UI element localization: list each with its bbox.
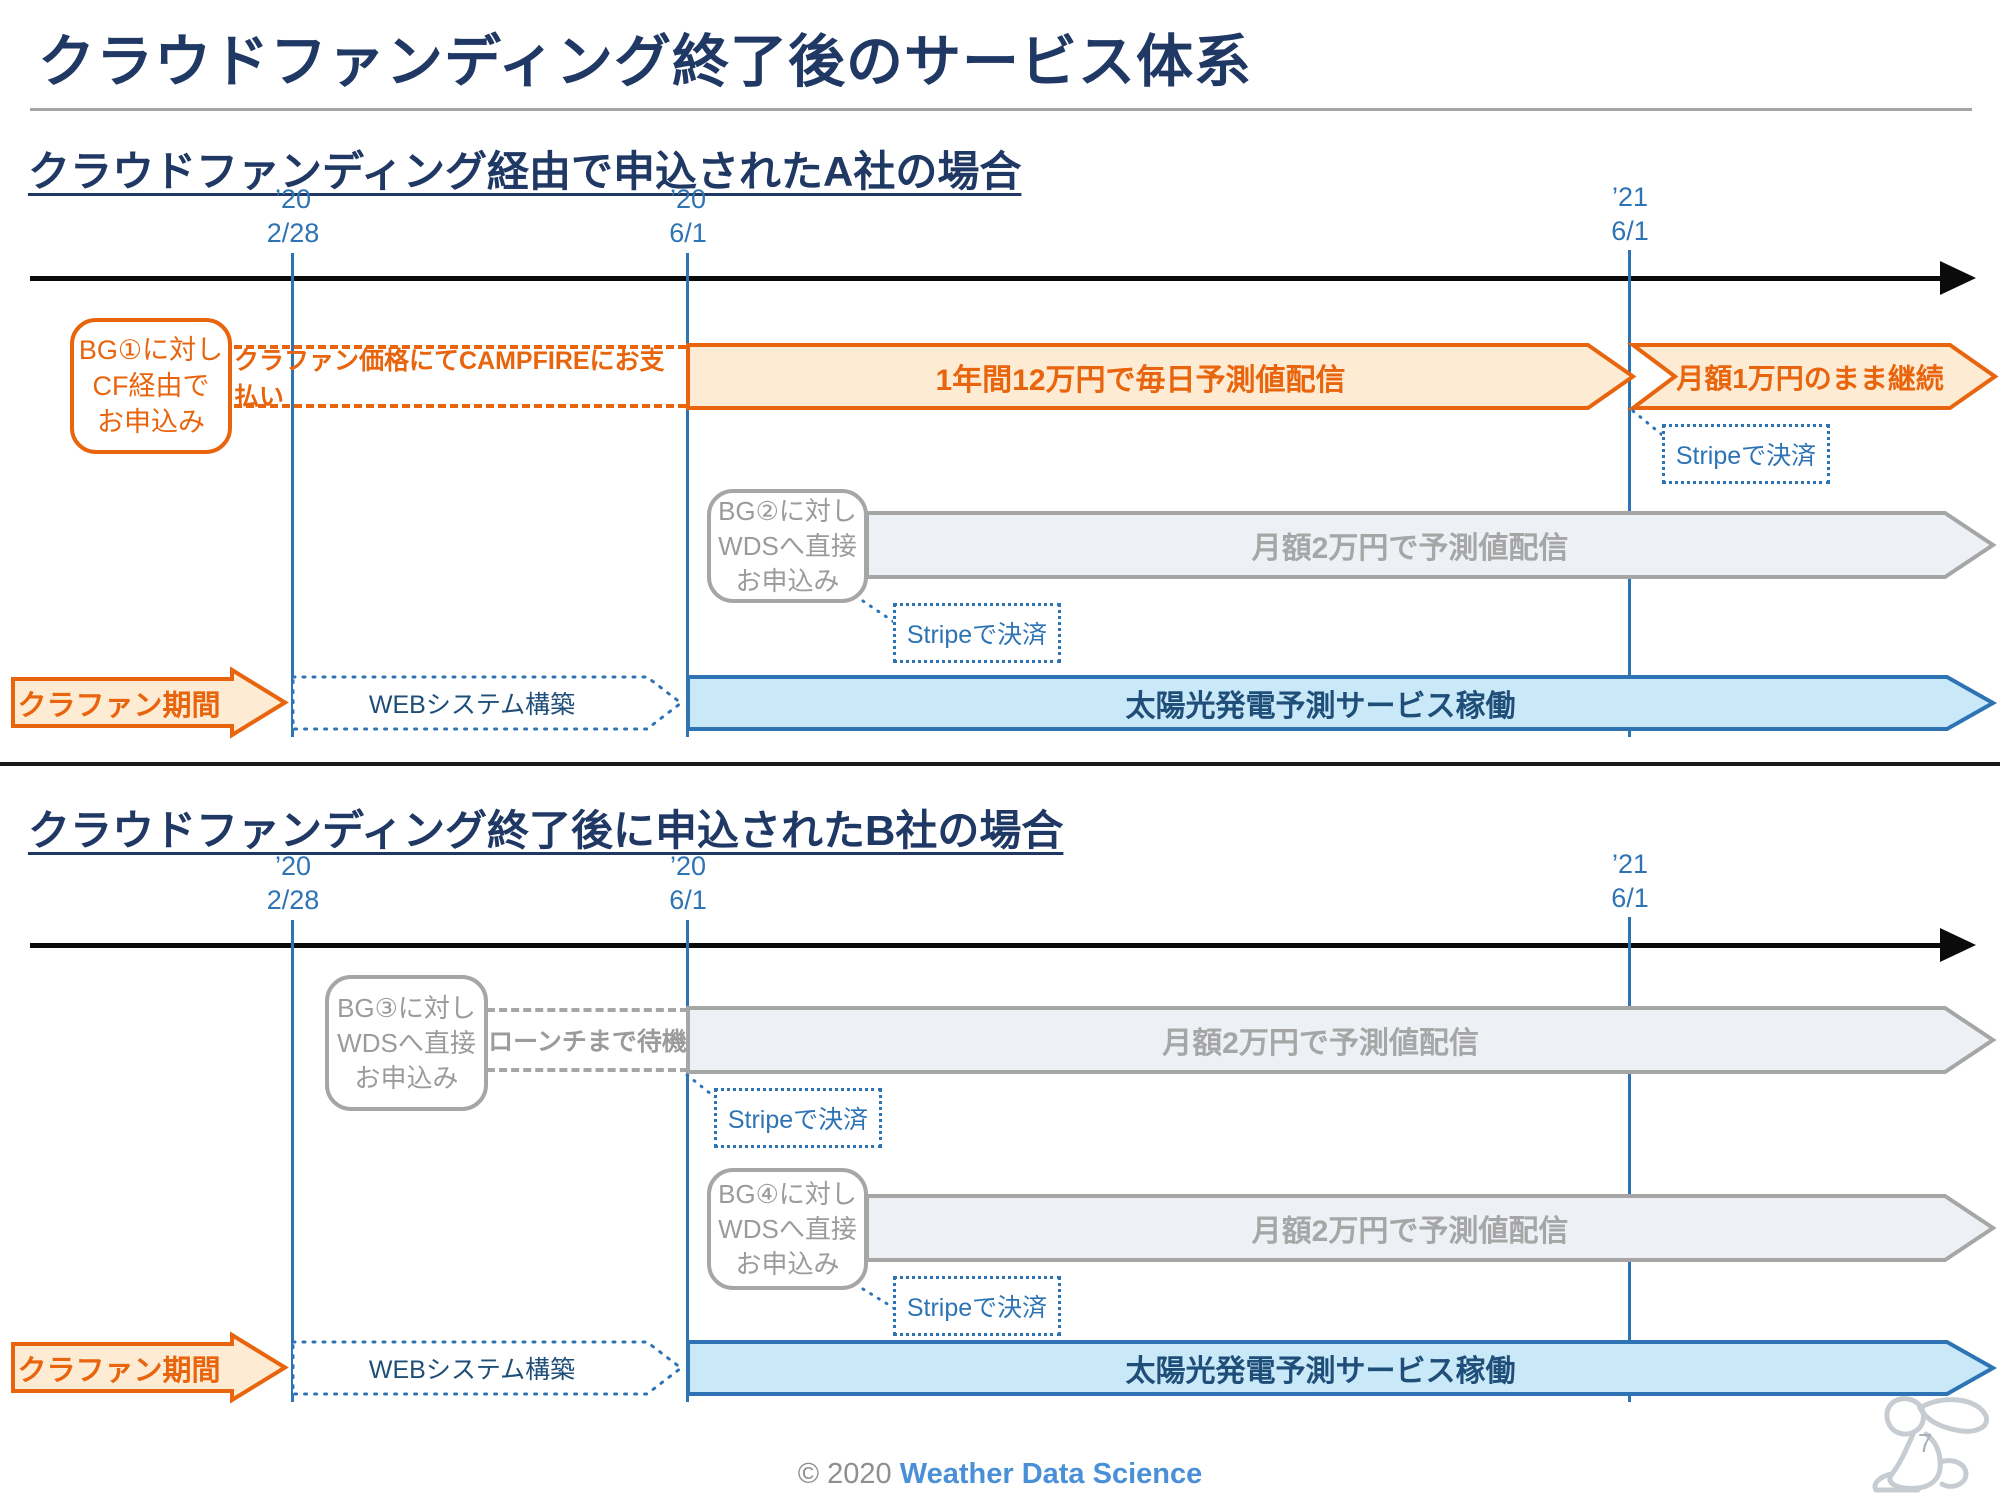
bg4-callout: BG④に対し WDSへ直接 お申込み — [707, 1168, 868, 1290]
bg3-callout: BG③に対し WDSへ直接 お申込み — [325, 975, 488, 1111]
banner-continue-shape — [1627, 343, 1999, 410]
banner-year-plan-shape — [686, 343, 1637, 410]
cf-period-arrow-b-shape — [11, 1331, 289, 1404]
web-build-arrow-a: WEBシステム構築 — [291, 675, 684, 731]
date-b-1-day: 2/28 — [266, 885, 320, 915]
connector-stripe4 — [861, 1287, 896, 1310]
web-build-arrow-a-shape — [291, 675, 684, 731]
timeline-a — [30, 276, 1942, 281]
date-a-2-day: 6/1 — [669, 218, 707, 248]
service-run-label-a: 太陽光発電予測サービス稼働 — [1125, 690, 1516, 723]
stripe-note-2: Stripeで決済 — [893, 603, 1061, 663]
banner-monthly-b1-label: 月額2万円で予測値配信 — [1162, 1027, 1479, 1060]
timeline-b-marker-21-61 — [1628, 917, 1631, 1402]
service-run-banner-b-shape — [686, 1340, 1998, 1396]
page-number: 7 — [1918, 1428, 1933, 1458]
web-build-label-b: WEBシステム構築 — [368, 1356, 576, 1384]
stripe-note-4: Stripeで決済 — [893, 1276, 1061, 1336]
date-a-1: ’20 2/28 — [267, 182, 320, 250]
timeline-b-marker-228 — [291, 920, 294, 1402]
service-run-banner-a-shape — [686, 675, 1998, 731]
banner-monthly-b2-label: 月額2万円で予測値配信 — [1251, 1215, 1569, 1248]
campfire-payment-note: クラファン価格にてCAMPFIREにお支払い — [234, 345, 686, 411]
date-b-2: ’20 6/1 — [669, 849, 707, 917]
cf-period-label-b: クラファン期間 — [17, 1354, 221, 1387]
stripe-note-1: Stripeで決済 — [1662, 424, 1830, 484]
timeline-b — [30, 943, 1942, 948]
cf-period-label-a: クラファン期間 — [17, 689, 221, 722]
date-b-3: ’21 6/1 — [1611, 847, 1649, 915]
service-run-label-b: 太陽光発電予測サービス稼働 — [1125, 1355, 1516, 1388]
date-b-2-day: 6/1 — [669, 885, 707, 915]
section-divider — [0, 762, 2000, 766]
banner-monthly-a: 月額2万円で予測値配信 — [865, 511, 1997, 579]
timeline-a-marker-61 — [686, 253, 689, 737]
banner-year-plan-label: 1年間12万円で毎日予測値配信 — [935, 363, 1346, 397]
date-a-1-year: ’20 — [274, 184, 312, 214]
timeline-b-arrowhead — [1940, 928, 1976, 962]
banner-continue: 月額1万円のまま継続 — [1627, 343, 1999, 410]
page-title: クラウドファンディング終了後のサービス体系 — [38, 30, 1253, 94]
timeline-a-marker-228 — [291, 253, 294, 737]
rabbit-logo — [1872, 1396, 1990, 1493]
date-a-1-day: 2/28 — [266, 218, 320, 248]
cf-period-arrow-a: クラファン期間 — [11, 666, 289, 739]
stripe-note-3: Stripeで決済 — [714, 1088, 882, 1148]
footer-brand: Weather Data Science — [899, 1458, 1203, 1490]
banner-monthly-a-label: 月額2万円で予測値配信 — [1251, 532, 1569, 565]
section-a-heading: クラウドファンディング経由で申込されたA社の場合 — [28, 148, 1022, 195]
connector-stripe3 — [685, 1073, 718, 1100]
bg1-callout: BG①に対し CF経由で お申込み — [70, 318, 232, 454]
cf-period-arrow-b: クラファン期間 — [11, 1331, 289, 1404]
footer: © 2020 Weather Data Science — [0, 1458, 2000, 1491]
banner-monthly-b1-shape — [686, 1006, 1997, 1074]
banner-monthly-b1: 月額2万円で予測値配信 — [686, 1006, 1997, 1074]
date-a-2: ’20 6/1 — [669, 182, 707, 250]
banner-continue-label: 月額1万円のまま継続 — [1676, 362, 1944, 394]
section-b-heading: クラウドファンディング終了後に申込されたB社の場合 — [28, 807, 1064, 854]
web-build-arrow-b: WEBシステム構築 — [291, 1340, 684, 1396]
cf-period-arrow-a-shape — [11, 666, 289, 739]
web-build-arrow-b-shape — [291, 1340, 684, 1396]
connector-stripe2 — [861, 599, 896, 624]
date-a-3-day: 6/1 — [1611, 216, 1649, 246]
title-rule — [30, 108, 1972, 111]
service-run-banner-b: 太陽光発電予測サービス稼働 — [686, 1340, 1998, 1396]
web-build-label-a: WEBシステム構築 — [368, 691, 576, 719]
service-run-banner-a: 太陽光発電予測サービス稼働 — [686, 675, 1998, 731]
date-a-3-year: ’21 — [1611, 182, 1649, 212]
date-b-3-day: 6/1 — [1611, 883, 1649, 913]
date-a-3: ’21 6/1 — [1611, 180, 1649, 248]
timeline-a-marker-21-61 — [1628, 250, 1631, 737]
date-b-3-year: ’21 — [1611, 849, 1649, 879]
date-b-1-year: ’20 — [274, 851, 312, 881]
bg2-callout: BG②に対し WDSへ直接 お申込み — [707, 489, 868, 603]
date-b-2-year: ’20 — [669, 851, 707, 881]
banner-monthly-b2: 月額2万円で予測値配信 — [865, 1194, 1997, 1262]
timeline-a-arrowhead — [1940, 261, 1976, 295]
date-a-2-year: ’20 — [669, 184, 707, 214]
banner-year-plan: 1年間12万円で毎日予測値配信 — [686, 343, 1637, 410]
timeline-b-marker-61 — [686, 920, 689, 1402]
date-b-1: ’20 2/28 — [267, 849, 320, 917]
connector-stripe1 — [1631, 409, 1668, 440]
wait-launch-note: ローンチまで待機 — [487, 1008, 688, 1072]
footer-copyright: © 2020 — [797, 1458, 892, 1490]
